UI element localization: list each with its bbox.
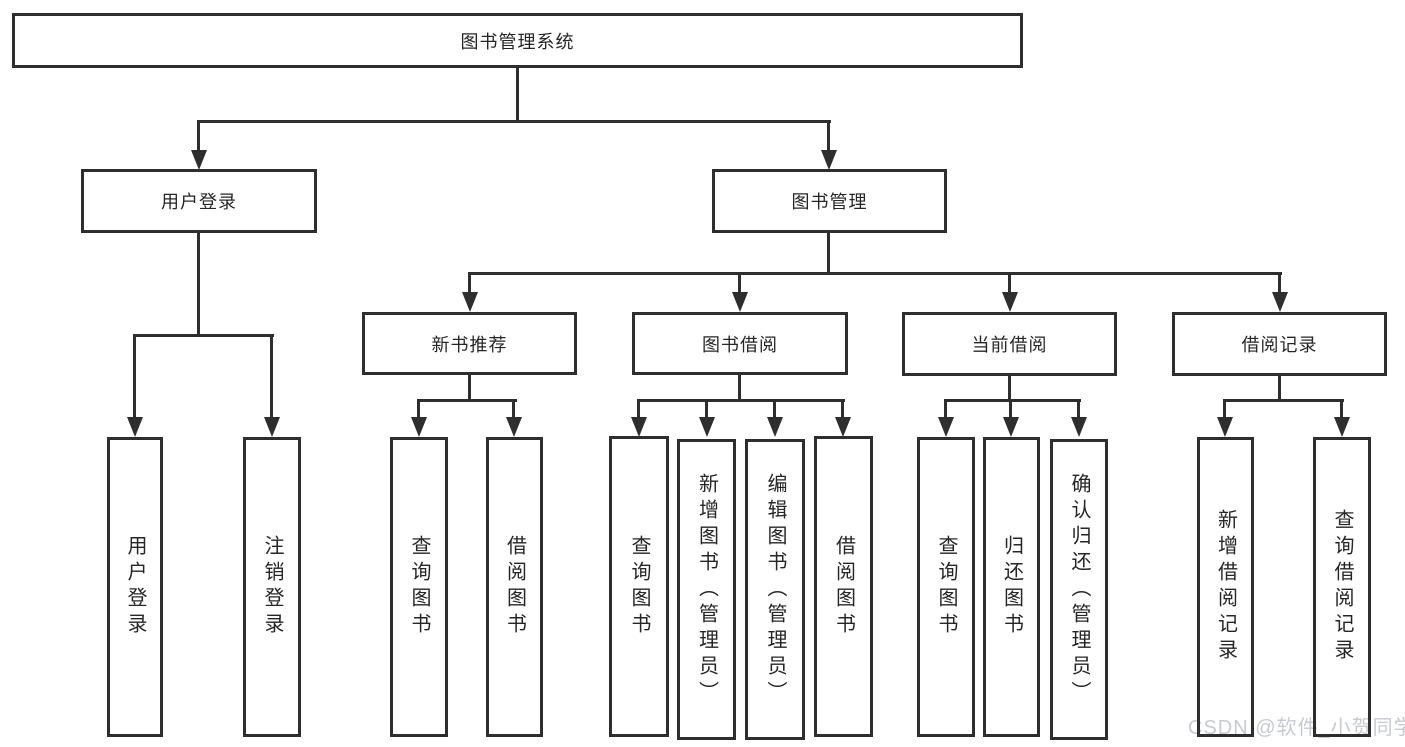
connector-line [1009,399,1012,417]
arrow-down-icon [506,417,522,437]
leaf-return-book: 归还图书 [983,437,1040,737]
node-label: 图书借阅 [702,334,778,355]
connector-line [417,399,517,402]
arrow-down-icon [821,150,837,170]
connector-line [705,399,708,417]
leaf-query-book-current: 查询图书 [917,437,975,737]
leaf-query-book-borrow: 查询图书 [609,436,669,737]
connector-line [944,399,1081,402]
node-label: 查询图书 [408,535,430,639]
connector-line [827,233,830,275]
connector-line [738,375,741,402]
arrow-down-icon [1003,417,1019,437]
connector-line [827,120,830,152]
arrow-down-icon [127,417,143,437]
arrow-down-icon [191,150,207,170]
leaf-edit-book-admin: 编辑图书（管理员） [745,439,805,740]
arrow-down-icon [732,292,748,312]
connector-line [1278,376,1281,402]
node-current-borrow: 当前借阅 [902,312,1117,376]
leaf-confirm-return-admin: 确认归还（管理员） [1050,439,1108,740]
arrow-down-icon [631,417,647,437]
arrow-down-icon [1217,417,1233,437]
csdn-watermark: CSDN @软件_小贺同学 [1188,717,1405,739]
connector-line [1223,399,1226,417]
node-label: 查询图书 [628,534,650,639]
connector-line [1340,399,1343,417]
connector-line [197,233,200,337]
node-label: 归还图书 [1000,535,1023,639]
leaf-borrow-book-recommend: 借阅图书 [486,437,543,737]
node-user-login: 用户登录 [81,169,317,233]
connector-line [1223,399,1344,402]
node-label: 借阅图书 [832,534,855,639]
connector-line [133,334,136,419]
connector-line [1008,376,1011,402]
node-label: 确认归还（管理员） [1068,472,1090,707]
connector-line [516,68,519,123]
connector-line [133,334,274,337]
connector-line [637,399,845,402]
node-borrow-record: 借阅记录 [1172,312,1387,376]
leaf-logout: 注销登录 [243,437,301,737]
connector-line [1077,399,1080,417]
arrow-down-icon [462,292,478,312]
arrow-down-icon [835,417,851,437]
connector-line [468,272,471,294]
connector-line [270,334,273,419]
leaf-borrow-book: 借阅图书 [814,436,873,737]
arrow-down-icon [1002,292,1018,312]
node-label: 图书管理系统 [460,31,575,52]
leaf-add-book-admin: 新增图书（管理员） [677,439,736,740]
node-label: 借阅记录 [1241,335,1318,355]
connector-line [1278,272,1281,294]
arrow-down-icon [699,417,715,437]
node-label: 编辑图书（管理员） [764,472,786,707]
connector-line [197,120,200,152]
node-label: 当前借阅 [971,335,1048,355]
arrow-down-icon [767,417,783,437]
node-book-borrow: 图书借阅 [632,312,848,375]
arrow-down-icon [1071,417,1087,437]
node-label: 新书推荐 [431,334,508,355]
connector-line [944,399,947,417]
node-label: 用户登录 [161,192,237,212]
node-label: 图书管理 [791,192,868,212]
arrow-down-icon [938,417,954,437]
connector-line [198,120,831,123]
connector-line [417,399,420,417]
arrow-down-icon [411,417,427,437]
node-book-management: 图书管理 [712,169,947,233]
node-library-system: 图书管理系统 [12,13,1023,68]
node-label: 新增借阅记录 [1214,509,1237,665]
node-label: 查询图书 [935,535,957,639]
node-label: 查询借阅记录 [1331,509,1353,665]
node-label: 注销登录 [261,535,283,639]
node-label: 借阅图书 [503,535,526,639]
connector-line [468,374,471,402]
connector-line [773,399,776,417]
connector-line [637,399,640,417]
leaf-query-borrow-record: 查询借阅记录 [1313,437,1371,737]
arrow-down-icon [1334,417,1350,437]
node-label: 用户登录 [124,535,146,639]
node-label: 新增图书（管理员） [695,472,718,707]
connector-line [1008,272,1011,294]
arrow-down-icon [1272,292,1288,312]
leaf-add-borrow-record: 新增借阅记录 [1197,437,1254,737]
connector-line [841,399,844,417]
node-new-book-recommend: 新书推荐 [362,312,577,375]
leaf-query-book-recommend: 查询图书 [390,437,448,737]
arrow-down-icon [264,417,280,437]
connector-line [512,399,515,417]
connector-line [468,272,1282,275]
connector-line [738,272,741,294]
leaf-user-login: 用户登录 [107,437,163,737]
